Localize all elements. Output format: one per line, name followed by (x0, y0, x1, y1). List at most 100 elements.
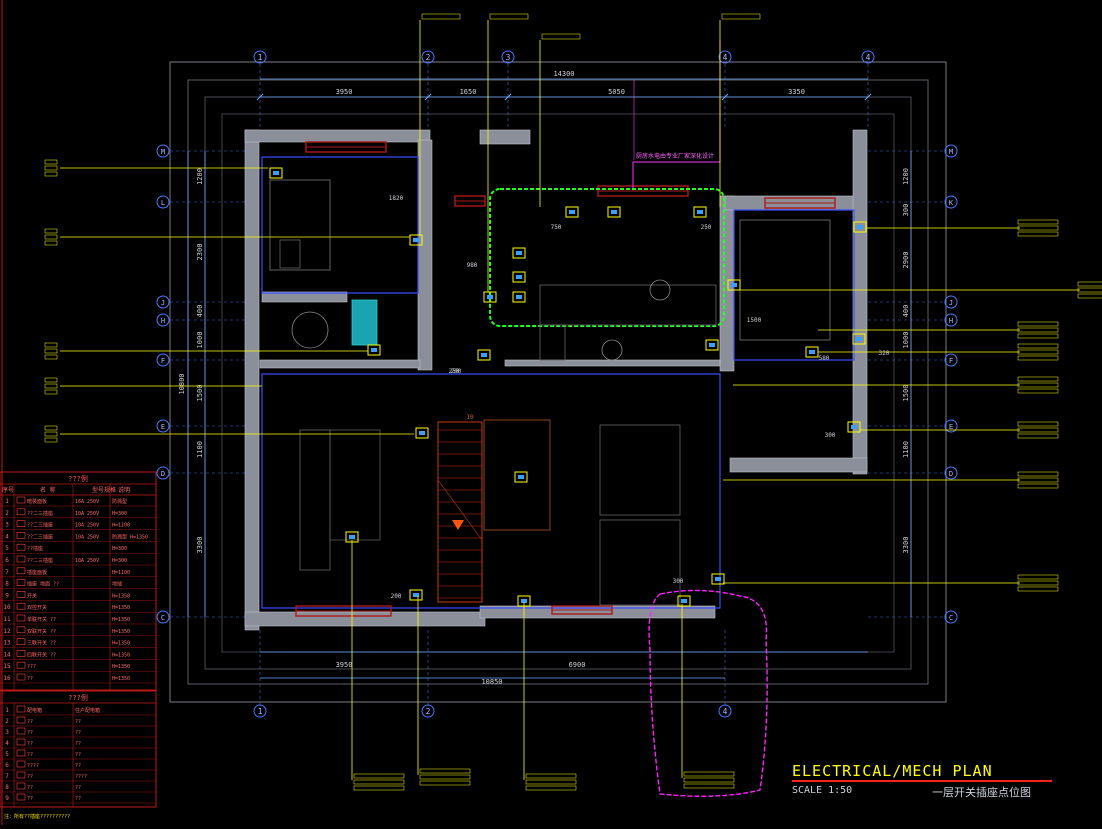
legend-1-row-name: ??? (27, 664, 36, 670)
grid-bubble (718, 50, 732, 64)
dim-text-right-segment: 400 (902, 305, 910, 318)
legend-symbol (16, 705, 26, 713)
dim-text-left-total: 10800 (178, 373, 186, 394)
callout-text-bar (1077, 281, 1102, 287)
legend-symbol (16, 638, 26, 645)
grid-bubble-label: D (949, 470, 953, 478)
grid-bubble-label: E (949, 423, 953, 431)
callout-text-bar (1017, 388, 1059, 394)
grid-bubble-label: 1 (258, 707, 263, 716)
callout-text-bar (1017, 327, 1059, 333)
electrical-outlet (477, 349, 491, 361)
legend-symbol (16, 760, 26, 768)
grid-bubble-label: 1 (258, 53, 263, 62)
grid-bubble (253, 50, 267, 64)
interior-dimension: 300 (825, 432, 836, 439)
grid-bubble (156, 313, 170, 327)
dining-table-2 (599, 519, 681, 606)
grid-bubble (944, 295, 958, 309)
electrical-outlet (483, 291, 497, 303)
grid-bubble (718, 704, 732, 718)
callout-text-bar (421, 13, 461, 20)
grid-bubble (501, 50, 515, 64)
dim-text-top-segment: 3950 (336, 88, 353, 96)
interior-dimension: 750 (551, 224, 562, 231)
interior-dimension: 980 (467, 262, 478, 269)
grid-bubble (156, 144, 170, 158)
title-block: ELECTRICAL/MECH PLAN SCALE 1:50 一层开关插座点位… (792, 763, 1052, 803)
outlet-face (681, 599, 687, 603)
grid-bubble (944, 144, 958, 158)
legend-1-title: ???例 (68, 474, 88, 483)
grid-bubble (156, 610, 170, 624)
revision-cloud-kitchen (489, 188, 725, 327)
legend-1-row-note: H=1100 (112, 523, 130, 529)
grid-bubble-label: M (161, 148, 165, 156)
grid-bubble-label: F (161, 357, 165, 365)
wall-segment (244, 129, 431, 143)
callout-text-bar (683, 771, 735, 777)
legend-1-row-name: ??二三插座 (27, 557, 53, 564)
dim-text-left-segment: 1200 (196, 168, 204, 185)
legend-1-row-index: 13 (3, 640, 11, 647)
electrical-outlet (415, 427, 429, 439)
outlet-face (856, 337, 862, 341)
callout-text-bar (1017, 477, 1059, 483)
stair-arrow (452, 520, 464, 530)
legend-1-row-index: 14 (3, 651, 11, 658)
wall-segment (852, 129, 868, 475)
wall-segment (259, 359, 421, 369)
callout-text-bar (44, 431, 58, 437)
legend-2-row-note: ?? (75, 785, 81, 791)
callout-text-bar (489, 13, 529, 20)
callout-text-bar (1017, 427, 1059, 433)
drawing-scale: SCALE 1:50 (792, 785, 853, 796)
grid-bubble (156, 466, 170, 480)
legend-1-row-note: H=1350 (112, 617, 130, 623)
dining-table-1 (599, 424, 681, 516)
outlet-face (857, 225, 863, 229)
electrical-outlet (409, 234, 423, 246)
dim-tick (424, 93, 432, 101)
legend-symbol (16, 738, 26, 746)
legend-1-row-note: H=1350 (112, 664, 130, 670)
legend-1-row-note: H=300 (112, 511, 127, 517)
legend-1-row-index: 12 (3, 628, 11, 635)
callout-text-bar (419, 780, 471, 786)
legend-1-row-index: 10 (3, 604, 11, 611)
legend-symbol (16, 650, 26, 657)
legend-2-row-name: ?? (27, 774, 33, 780)
outlet-face (516, 251, 522, 255)
legend-2-note: 注：所有??插座?????????? (4, 813, 70, 820)
outlet-face (481, 353, 487, 357)
fridge (539, 324, 566, 361)
legend-2-row-note: ?? (75, 796, 81, 802)
legend-2-row-name: ?? (27, 752, 33, 758)
legend-2-row-index: 2 (5, 718, 9, 725)
legend-2-row-index: 9 (5, 795, 9, 802)
legend-2-row-note: ?? (75, 730, 81, 736)
legend-1-row-spec: 10A 250V (75, 534, 99, 540)
outlet-face (715, 577, 721, 581)
legend-2-row-note: ???? (75, 774, 87, 780)
grid-bubble-label: 3 (506, 53, 511, 62)
legend-symbol (16, 749, 26, 757)
grid-bubble-label: H (161, 317, 165, 325)
stool (649, 279, 671, 301)
grid-bubble-label: K (949, 199, 954, 207)
legend-symbol (16, 543, 26, 551)
callout-text-bar (1017, 225, 1059, 231)
electrical-outlet (693, 206, 707, 218)
legend-1-row-spec: 16A 250V (75, 499, 99, 505)
legend-1-row-name: ?? (27, 676, 33, 682)
grid-bubble (944, 195, 958, 209)
callout-text-bar (44, 437, 58, 443)
callout-text-bar (683, 783, 735, 789)
stair-number: 10 (466, 414, 474, 421)
callout-text-bar (525, 773, 577, 779)
callout-text-bar (1077, 293, 1102, 299)
grid-bubble (156, 195, 170, 209)
legend-table-2 (0, 690, 157, 808)
